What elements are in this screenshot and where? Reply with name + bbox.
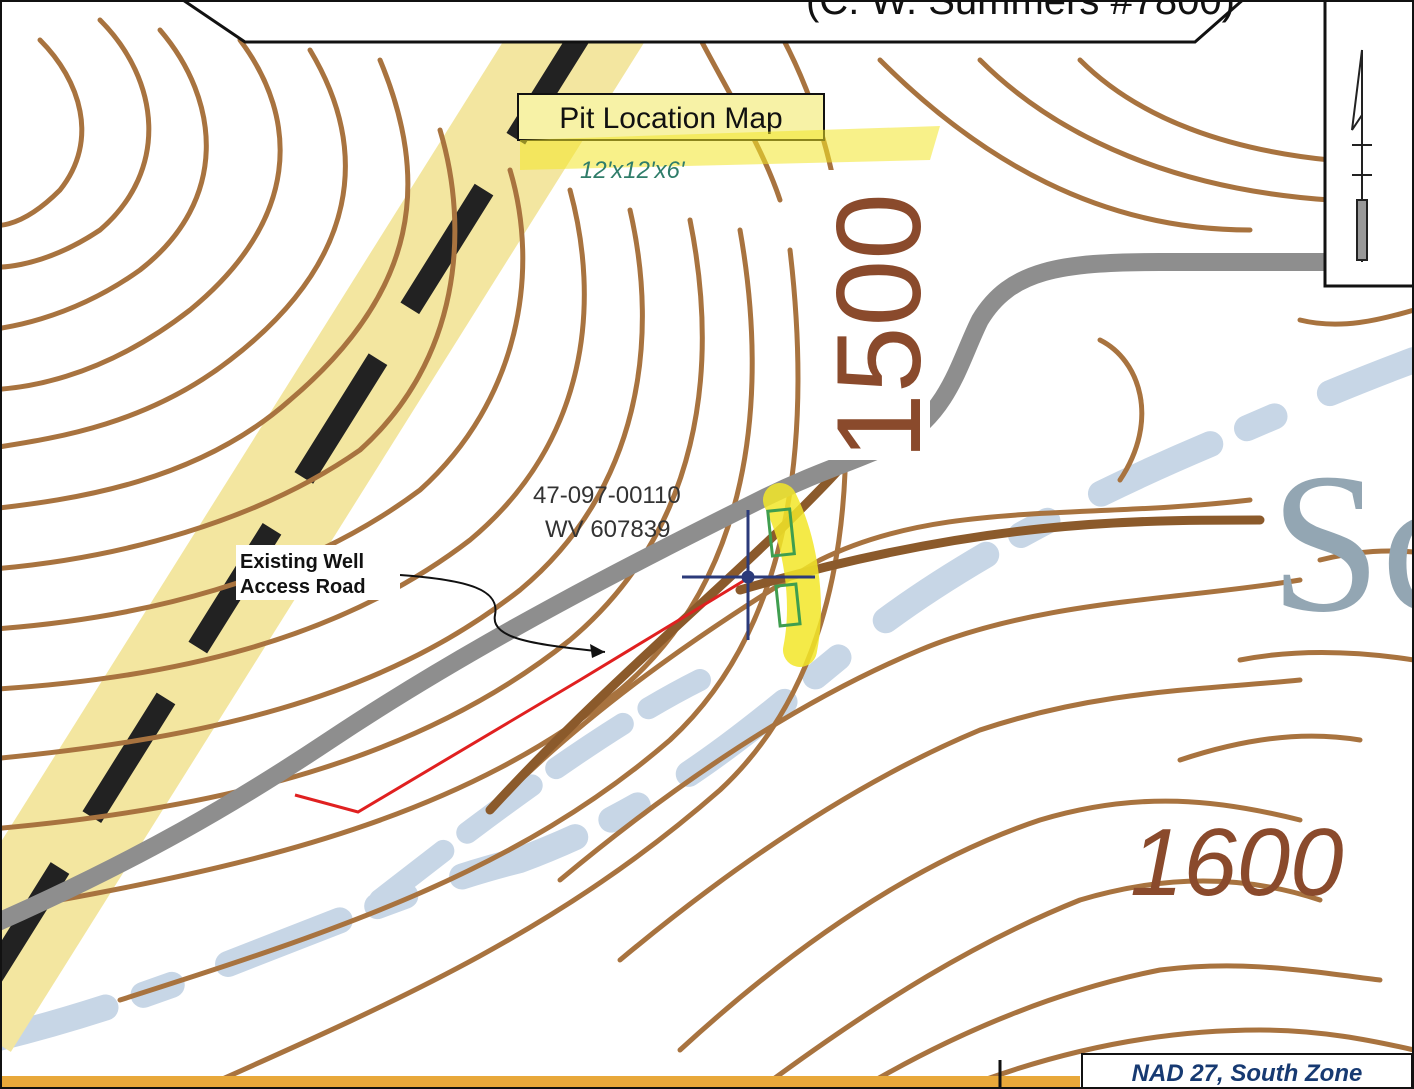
- contour-label-1500: 1500: [812, 170, 946, 460]
- proposed-access-road: [294, 578, 746, 814]
- pit-outlines: [766, 507, 802, 628]
- well-api-number: 47-097-00110: [533, 482, 681, 509]
- north-arrow-box: [1323, 0, 1414, 288]
- title-banner-text: (C. W. Summers #7800): [806, 0, 1235, 23]
- highway: [0, 0, 651, 1052]
- bottom-band: [0, 1060, 1080, 1089]
- pit-note: 12'x12'x6': [520, 126, 940, 184]
- datum-label: NAD 27, South Zone: [1132, 1060, 1363, 1087]
- road-leader-arrow: [399, 574, 606, 658]
- datum-box: NAD 27, South Zone: [1081, 1053, 1413, 1089]
- title-banner: (C. W. Summers #7800): [180, 0, 1245, 44]
- map-title: Pit Location Map: [559, 102, 782, 135]
- road-label-line2: Access Road: [240, 576, 366, 598]
- well-marker-icon: [682, 510, 815, 640]
- road-label: Existing Well Access Road: [236, 545, 400, 600]
- contour-label-upper: 1500: [812, 193, 946, 460]
- north-arrow-icon: [1351, 49, 1372, 262]
- pit-note-text: 12'x12'x6': [580, 157, 686, 184]
- contour-label-lower: 1600: [1130, 809, 1344, 916]
- place-label: Sc: [1270, 433, 1414, 654]
- well-permit-number: WV 607839: [545, 516, 670, 543]
- contour-label-1600: 1600: [1130, 809, 1344, 916]
- stream: [0, 347, 1414, 1051]
- well-label: 47-097-00110 WV 607839: [533, 482, 681, 543]
- pit-highlight: [763, 483, 821, 667]
- road-label-line1: Existing Well: [240, 551, 364, 573]
